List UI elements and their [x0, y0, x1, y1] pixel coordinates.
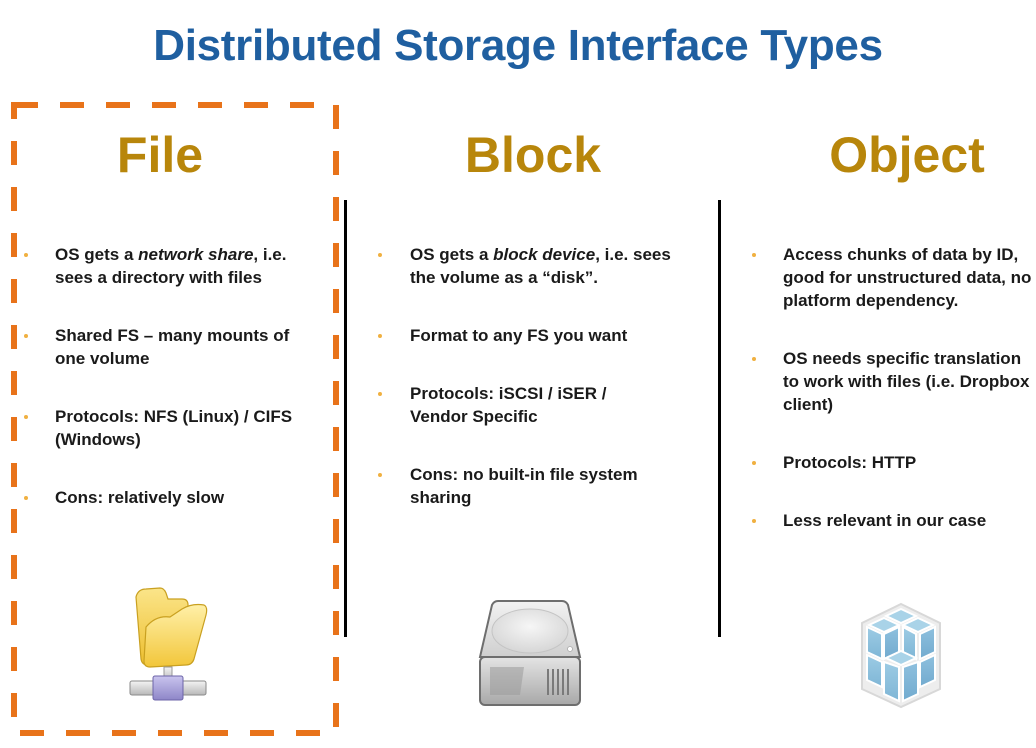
bullet-icon [378, 392, 382, 396]
bullet-icon [752, 461, 756, 465]
bullet-text: Access chunks of data by ID, good for un… [783, 245, 1032, 310]
hard-drive-icon [478, 597, 582, 709]
list-item: Format to any FS you want [378, 324, 698, 347]
bullet-text: Cons: relatively slow [55, 488, 225, 507]
bullet-icon [752, 519, 756, 523]
bullet-icon [752, 357, 756, 361]
bullet-text: Protocols: HTTP [783, 453, 917, 472]
bullet-text: OS gets a block device, i.e. sees the vo… [410, 245, 671, 287]
bullet-icon [752, 253, 756, 257]
column-heading-file: File [116, 127, 204, 183]
column-divider-1 [344, 200, 347, 637]
file-column-highlight-box [10, 101, 340, 737]
column-divider-2 [718, 200, 721, 637]
bullet-text: Protocols: iSCSI / iSER / Vendor Specifi… [410, 384, 607, 426]
column-heading-object: Object [829, 127, 985, 183]
bullet-icon [24, 334, 28, 338]
file-bullet-list: OS gets a network share, i.e. sees a dir… [24, 243, 314, 509]
list-item: OS needs specific translation to work wi… [752, 347, 1036, 416]
block-bullet-list: OS gets a block device, i.e. sees the vo… [378, 243, 698, 509]
list-item: OS gets a block device, i.e. sees the vo… [378, 243, 698, 289]
list-item: Cons: relatively slow [24, 486, 314, 509]
bullet-text: OS needs specific translation to work wi… [783, 349, 1030, 414]
bullet-icon [378, 334, 382, 338]
object-bullet-list: Access chunks of data by ID, good for un… [752, 243, 1036, 532]
bullet-icon [378, 253, 382, 257]
bullet-text: Cons: no built-in file system sharing [410, 465, 638, 507]
list-item: Protocols: NFS (Linux) / CIFS (Windows) [24, 405, 314, 451]
list-item: Cons: no built-in file system sharing [378, 463, 698, 509]
bullet-icon [24, 253, 28, 257]
bullet-text: Format to any FS you want [410, 326, 628, 345]
object-blocks-icon [858, 601, 944, 709]
bullet-text: OS gets a network share, i.e. sees a dir… [55, 245, 287, 287]
list-item: Shared FS – many mounts of one volume [24, 324, 314, 370]
network-folder-icon [126, 585, 212, 705]
list-item: Access chunks of data by ID, good for un… [752, 243, 1036, 312]
bullet-text: Less relevant in our case [783, 511, 987, 530]
bullet-text: Protocols: NFS (Linux) / CIFS (Windows) [55, 407, 293, 449]
bullet-icon [24, 415, 28, 419]
bullet-icon [378, 473, 382, 477]
list-item: Protocols: HTTP [752, 451, 1036, 474]
bullet-text: Shared FS – many mounts of one volume [55, 326, 290, 368]
column-heading-block: Block [464, 127, 602, 183]
bullet-icon [24, 496, 28, 500]
list-item: Protocols: iSCSI / iSER / Vendor Specifi… [378, 382, 698, 428]
list-item: Less relevant in our case [752, 509, 1036, 532]
list-item: OS gets a network share, i.e. sees a dir… [24, 243, 314, 289]
slide-title: Distributed Storage Interface Types [153, 21, 883, 70]
